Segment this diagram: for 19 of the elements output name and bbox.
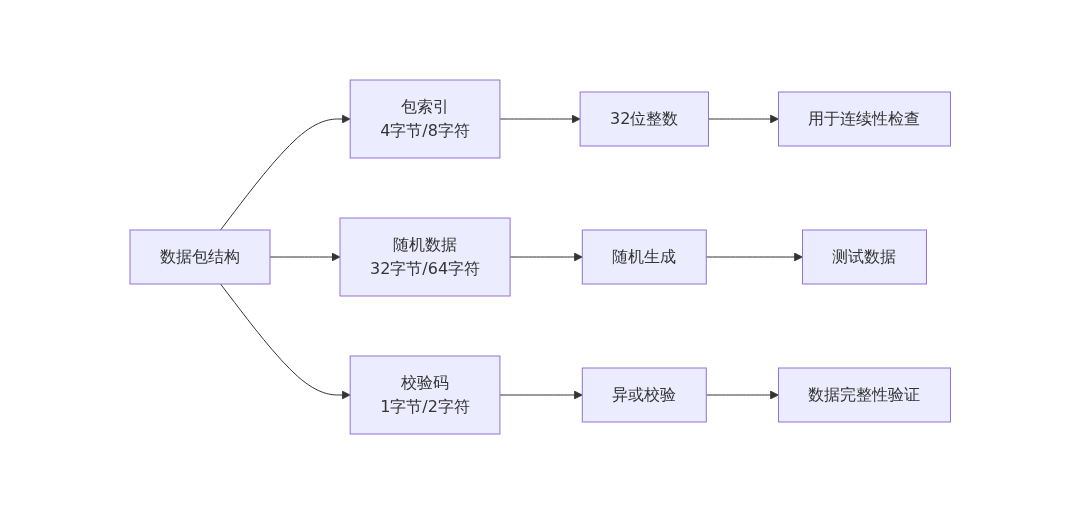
node-box: 校验码 1字节/2字符 bbox=[349, 355, 501, 435]
node-box: 随机生成 bbox=[581, 229, 707, 285]
node-box: 测试数据 bbox=[801, 229, 927, 285]
arrow bbox=[509, 252, 583, 262]
arrow bbox=[499, 114, 581, 124]
arrow bbox=[705, 252, 803, 262]
arrow bbox=[219, 114, 351, 231]
node-box: 数据完整性验证 bbox=[777, 367, 951, 423]
node-box: 随机数据 32字节/64字符 bbox=[339, 217, 511, 297]
arrow bbox=[269, 252, 341, 262]
arrow bbox=[707, 114, 779, 124]
node-box: 包索引 4字节/8字符 bbox=[349, 79, 501, 159]
node-box: 数据包结构 bbox=[129, 229, 271, 285]
node-box: 32位整数 bbox=[579, 91, 709, 147]
node-box: 用于连续性检查 bbox=[777, 91, 951, 147]
arrow bbox=[219, 283, 351, 400]
arrow bbox=[499, 390, 583, 400]
arrow bbox=[705, 390, 779, 400]
node-box: 异或校验 bbox=[581, 367, 707, 423]
